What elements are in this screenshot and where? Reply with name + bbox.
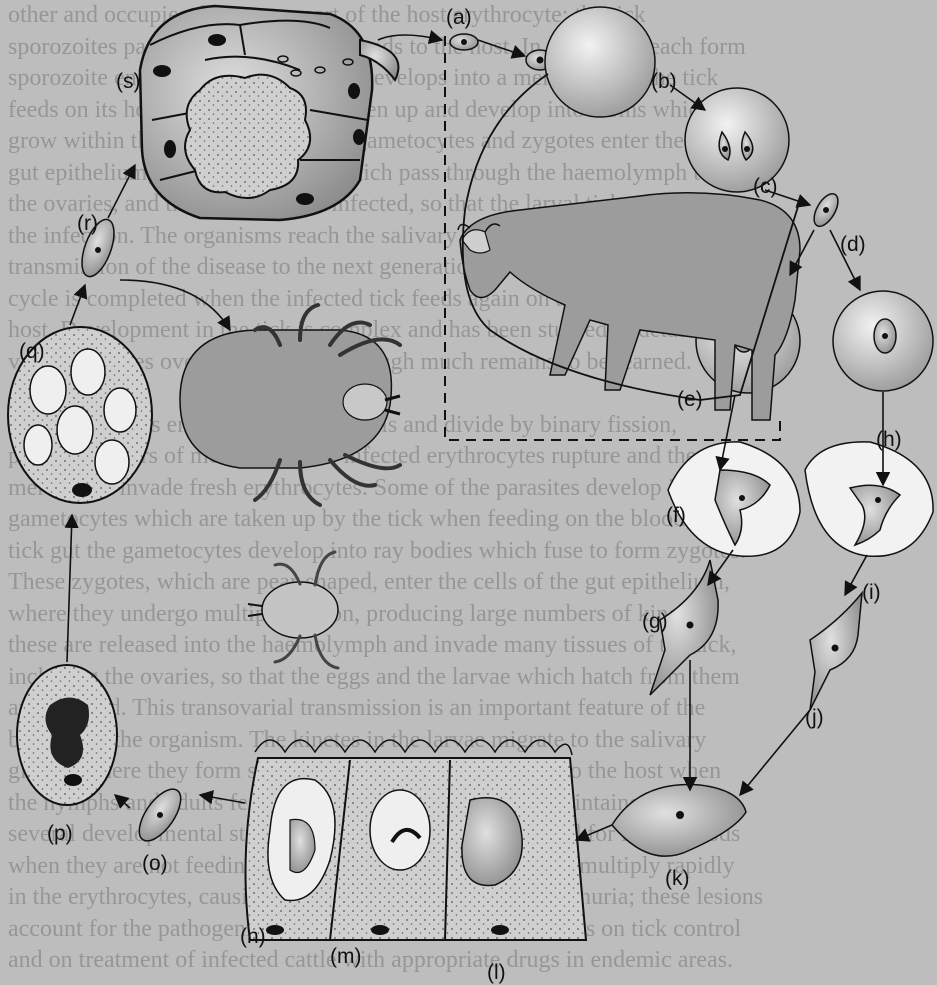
label-o: (o) [142,852,168,875]
sporozoite-a [450,34,478,50]
label-p: (p) [47,822,73,845]
label-d: (d) [840,233,866,256]
gut-epithelium [246,740,587,940]
label-q: (q) [19,340,45,363]
label-e: (e) [677,388,703,411]
label-n: (n) [240,925,266,948]
label-f: (f) [666,504,686,527]
ray-body-i [805,442,933,556]
erythrocyte-h [833,291,933,391]
label-b: (b) [651,70,677,93]
label-l: (l) [487,961,506,984]
label-g: (g) [642,610,668,633]
zygote-k [612,785,746,857]
kinete-o [131,782,188,847]
label-i: (i) [862,581,881,604]
label-r: (r) [77,212,98,235]
label-m: (m) [330,945,361,968]
label-h: (h) [876,428,902,451]
salivary-gland-acinus [140,6,398,220]
nymph-tick [248,552,338,668]
label-k: (k) [665,867,690,890]
erythrocyte-b [545,7,655,117]
adult-tick [180,305,400,505]
ray-body-f [668,442,800,556]
gamete-j [810,593,862,710]
label-s: (s) [116,70,141,93]
label-c: (c) [753,175,778,198]
dividing-cell-p [17,665,117,805]
merozoite-d [809,190,843,230]
label-j: (j) [805,706,824,729]
label-a: (a) [446,6,472,29]
